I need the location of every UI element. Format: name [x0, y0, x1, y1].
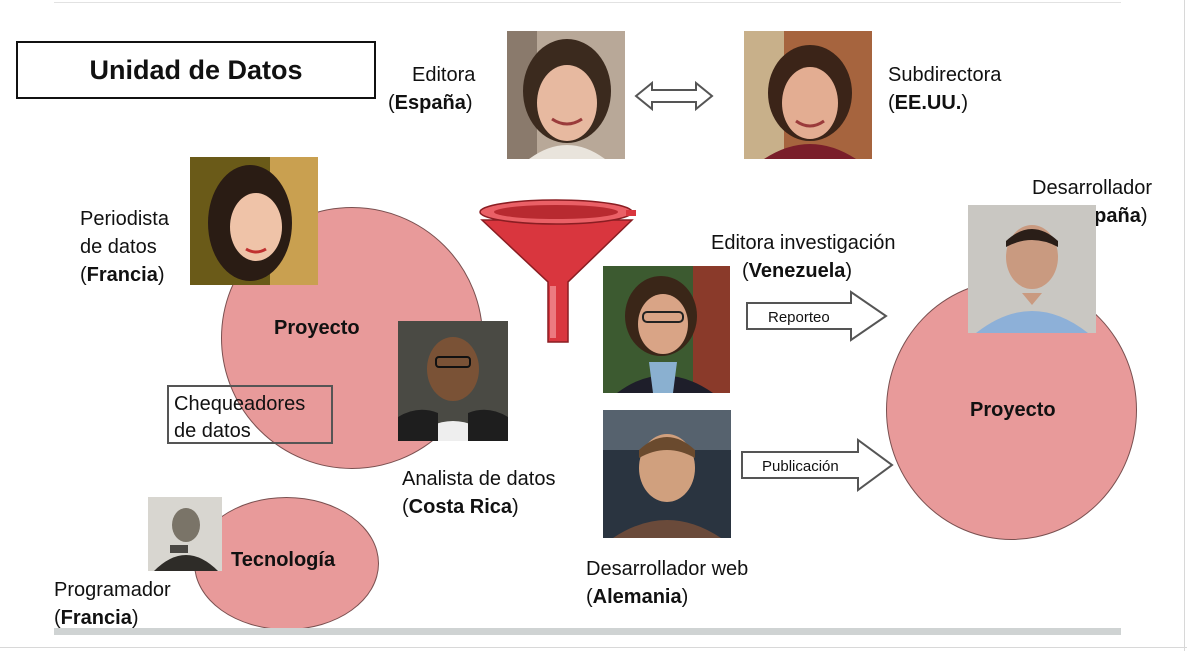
editora-investigacion-photo [603, 266, 730, 393]
proyecto-label-right: Proyecto [970, 399, 1056, 421]
programador-country-line: (Francia) [54, 607, 139, 629]
analista-country-line: (Costa Rica) [402, 496, 519, 518]
desarrollador-web-country: Alemania [592, 586, 682, 608]
double-arrow-icon [634, 80, 714, 112]
chequeadores-line1: Chequeadores [174, 393, 306, 415]
periodista-photo [190, 157, 318, 285]
editora-investigacion-role: Editora investigación [711, 232, 896, 254]
tecnologia-ellipse [194, 497, 379, 630]
editora-role: Editora [412, 64, 476, 86]
publicacion-label: Publicación [762, 458, 839, 475]
periodista-role-line1: Periodista [80, 208, 169, 230]
desarrollador-photo [968, 205, 1096, 333]
editora-photo [507, 31, 625, 159]
page-title: Unidad de Datos [16, 41, 376, 99]
subdirectora-country-line: (EE.UU.) [888, 92, 969, 114]
desarrollador-web-role: Desarrollador web [586, 558, 749, 580]
periodista-role-line2: de datos [80, 236, 157, 258]
desarrollador-role: Desarrollador [1032, 177, 1153, 199]
analista-role: Analista de datos [402, 468, 556, 490]
subdirectora-photo [744, 31, 872, 159]
editora-country-line: (España) [388, 92, 473, 114]
subdirectora-country: EE.UU. [894, 92, 962, 114]
publicacion-arrow [741, 438, 894, 492]
editora-investigacion-country: Venezuela [748, 260, 846, 282]
programador-photo [148, 497, 222, 571]
desarrollador-web-country-line: (Alemania) [586, 586, 689, 608]
desarrollador-web-photo [603, 410, 731, 538]
periodista-country-line: (Francia) [80, 264, 165, 286]
periodista-country: Francia [86, 264, 158, 286]
right-edge-line [1184, 0, 1185, 651]
programador-role: Programador [54, 579, 171, 601]
tecnologia-label: Tecnología [231, 549, 336, 571]
analista-photo [398, 321, 508, 441]
subdirectora-role: Subdirectora [888, 64, 1002, 86]
proyecto-label-left: Proyecto [274, 317, 360, 339]
funnel-icon [479, 199, 636, 343]
editora-investigacion-country-line: (Venezuela) [742, 260, 853, 282]
programador-country: Francia [60, 607, 132, 629]
editora-country: España [394, 92, 466, 114]
bottom-edge-line [0, 647, 1187, 648]
reporteo-arrow [746, 290, 888, 342]
top-divider [54, 2, 1121, 3]
chequeadores-box: Chequeadores de datos [167, 385, 333, 444]
chequeadores-line2: de datos [174, 420, 251, 442]
analista-country: Costa Rica [408, 496, 513, 518]
reporteo-label: Reporteo [768, 309, 830, 326]
bottom-bar [54, 628, 1121, 635]
